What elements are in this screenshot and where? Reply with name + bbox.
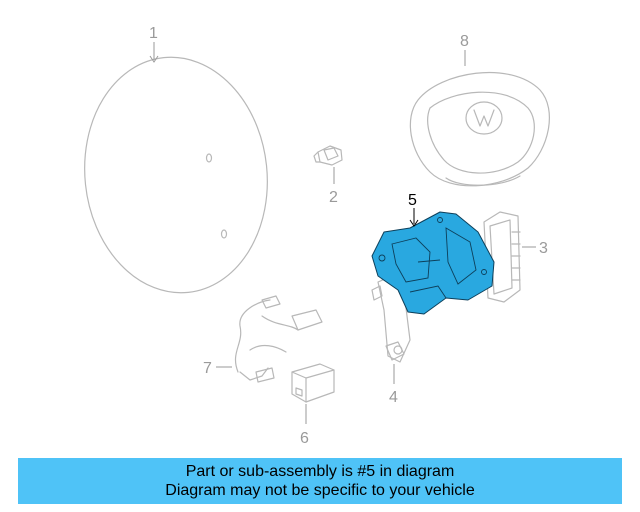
caption-line-part-number: Part or sub-assembly is #5 in diagram [185, 463, 455, 480]
part-6-sensor-box[interactable] [291, 363, 335, 403]
exploded-parts-diagram: 1 2 8 3 [73, 25, 550, 447]
leader-5-arrow [409, 219, 419, 227]
callout-5[interactable]: 5 [408, 192, 417, 209]
callout-6[interactable]: 6 [300, 430, 309, 447]
callout-2[interactable]: 2 [329, 189, 338, 206]
part-2-bolt[interactable] [313, 145, 343, 166]
part-8-airbag-module[interactable] [409, 71, 550, 187]
callout-8[interactable]: 8 [460, 33, 469, 50]
caption-line-disclaimer: Diagram may not be specific to your vehi… [165, 482, 475, 499]
caption-banner: Part or sub-assembly is #5 in diagram Di… [18, 458, 622, 504]
callout-1[interactable]: 1 [149, 25, 158, 42]
part-1-steering-wheel[interactable] [73, 48, 279, 302]
callout-4[interactable]: 4 [389, 389, 398, 406]
callout-3[interactable]: 3 [539, 240, 548, 257]
part-7-wiring-harness[interactable] [234, 295, 323, 383]
callout-7[interactable]: 7 [203, 360, 212, 377]
leader-1-arrow [149, 55, 159, 63]
part-5-highlighted-assembly[interactable] [371, 211, 495, 315]
